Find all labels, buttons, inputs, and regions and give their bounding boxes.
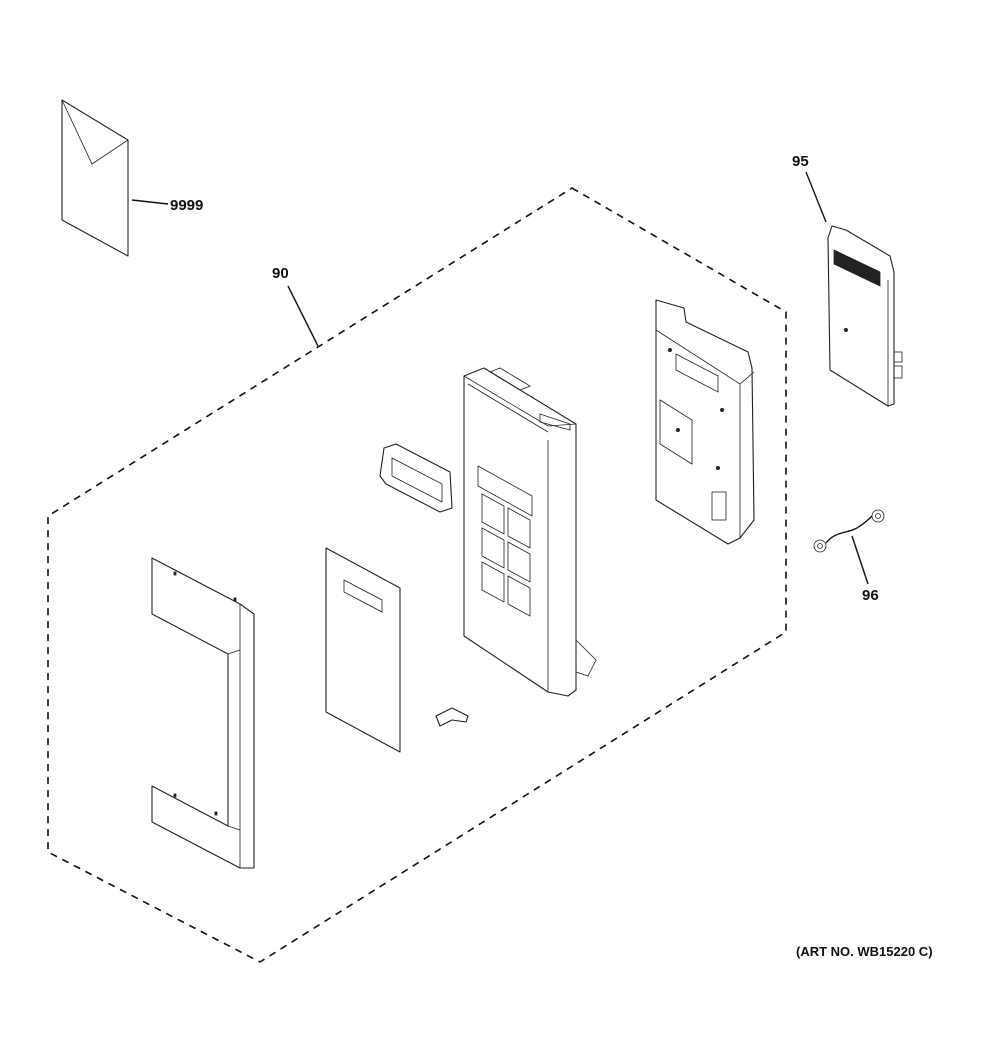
leader-96 [851, 535, 869, 585]
door-frame-part [151, 557, 255, 869]
assembly-boundary [47, 187, 787, 963]
display-window-part [379, 443, 453, 513]
callout-9999: 9999 [170, 197, 203, 214]
leader-9999 [131, 199, 169, 205]
keypad-grid [481, 493, 531, 617]
leader-90 [287, 285, 319, 347]
literature-envelope-part [61, 99, 129, 257]
art-number: (ART NO. WB15220 C) [796, 944, 933, 959]
callout-95: 95 [792, 153, 809, 170]
control-overlay-part [325, 547, 401, 753]
control-board-part [827, 225, 903, 407]
mounting-bracket-part [655, 299, 755, 545]
clip-part [435, 707, 469, 727]
leader-95 [805, 171, 827, 223]
control-panel-housing-part [463, 367, 597, 697]
callout-96: 96 [862, 587, 879, 604]
callout-90: 90 [272, 265, 289, 282]
ground-wire-part [813, 509, 885, 553]
